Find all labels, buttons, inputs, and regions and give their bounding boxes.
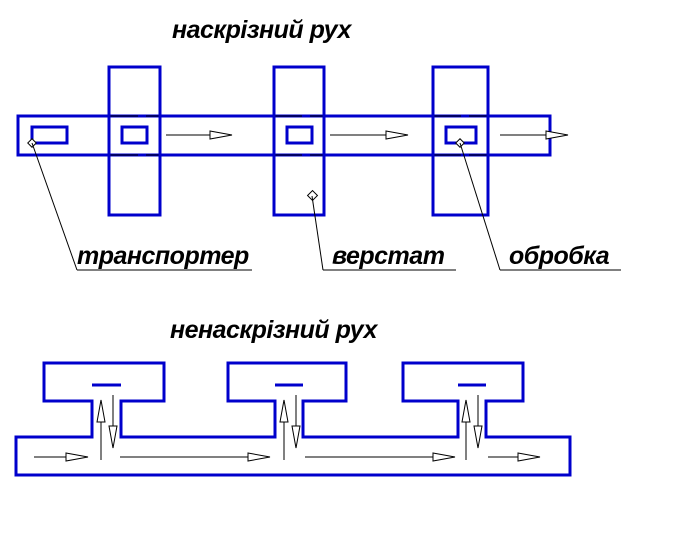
machine-1 [107, 65, 162, 217]
arrow-right-icon [209, 130, 233, 140]
leader-marker-icon [306, 189, 319, 202]
arrow-right-icon [247, 452, 271, 462]
bottom-vertical-arrows [96, 395, 483, 460]
top-machines [107, 65, 490, 217]
arrow-up-icon [279, 399, 289, 423]
arrow-down-icon [291, 425, 301, 449]
machine-3 [431, 65, 490, 217]
arrow-right-icon [545, 130, 569, 140]
top-title: наскрізний рух [172, 16, 352, 44]
bottom-conveyor-outline [14, 361, 572, 477]
top-leaders [27, 138, 621, 271]
arrow-right-icon [432, 452, 456, 462]
arrow-up-icon [461, 399, 471, 423]
arrow-right-icon [385, 130, 409, 140]
conveyor-band [16, 114, 552, 157]
top-conveyor [16, 114, 552, 157]
workpiece-3 [285, 125, 314, 145]
workpiece-1 [30, 125, 69, 145]
label-conveyor: транспортер [77, 242, 249, 270]
arrow-down-icon [108, 425, 118, 449]
arrow-right-icon [65, 452, 89, 462]
workpiece-2 [120, 125, 149, 145]
label-machine: верстат [332, 242, 445, 270]
machine-2 [272, 65, 326, 217]
label-processing: обробка [509, 242, 610, 270]
top-workpieces [30, 125, 478, 145]
leader-marker-icon [27, 138, 37, 148]
arrow-up-icon [96, 399, 106, 423]
top-flow-arrows [166, 130, 569, 140]
arrow-right-icon [517, 452, 541, 462]
bottom-flow-arrows [34, 452, 541, 462]
arrow-down-icon [473, 425, 483, 449]
bottom-title: ненаскрізний рух [170, 316, 378, 344]
